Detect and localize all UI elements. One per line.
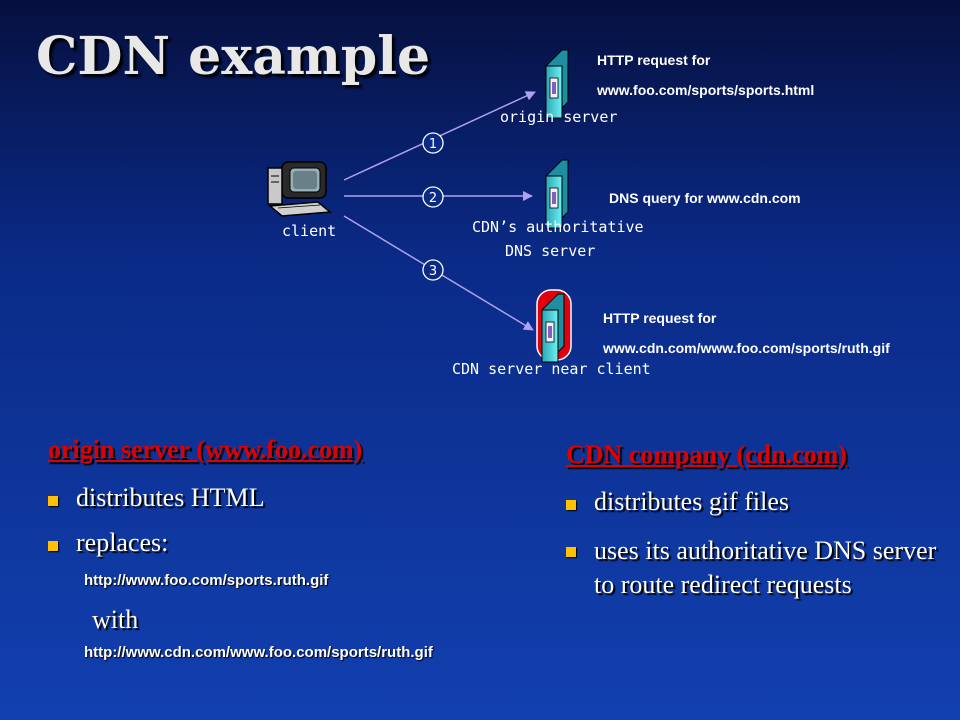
msg-step-3: HTTP request for www.cdn.com/www.foo.com… xyxy=(603,303,890,363)
svg-text:1: 1 xyxy=(429,137,437,152)
msg-step-2-text: DNS query for www.cdn.com xyxy=(609,190,801,206)
client-label: client xyxy=(282,222,337,240)
dns-server-label-line1: CDN’s authoritative xyxy=(472,218,644,236)
old-url: http://www.foo.com/sports.ruth.gif xyxy=(84,572,329,589)
bullet-square-icon xyxy=(48,496,58,506)
msg-step-3-line2: www.cdn.com/www.foo.com/sports/ruth.gif xyxy=(603,340,890,356)
right-bullet-2: uses its authoritative DNS server to rou… xyxy=(566,534,946,602)
client-computer-icon xyxy=(267,161,332,217)
bullet-square-icon xyxy=(48,541,58,551)
origin-server-heading: origin server (www.foo.com) xyxy=(48,435,363,464)
msg-step-2: DNS query for www.cdn.com xyxy=(609,183,801,213)
right-bullet-2-text: uses its authoritative DNS server to rou… xyxy=(594,536,937,599)
msg-step-1-line2: www.foo.com/sports/sports.html xyxy=(597,82,815,98)
right-bullet-1: distributes gif files xyxy=(566,487,946,517)
left-bullet-1: distributes HTML xyxy=(48,483,265,513)
slide-title: CDN example xyxy=(36,26,431,87)
left-bullet-2-text: replaces: xyxy=(76,528,169,557)
cdn-server-near-client-icon xyxy=(536,289,572,363)
msg-step-3-line1: HTTP request for xyxy=(603,310,717,326)
step-2-badge: 2 xyxy=(422,186,444,208)
left-bullet-1-text: distributes HTML xyxy=(76,483,265,512)
svg-text:3: 3 xyxy=(429,264,437,279)
step-3-badge: 3 xyxy=(422,259,444,281)
new-url: http://www.cdn.com/www.foo.com/sports/ru… xyxy=(84,644,433,661)
step-1-badge: 1 xyxy=(422,132,444,154)
cdn-company-heading: CDN company (cdn.com) xyxy=(566,440,847,469)
with-label: with xyxy=(92,605,139,634)
msg-step-1-line1: HTTP request for xyxy=(597,52,711,68)
left-bullet-2: replaces: xyxy=(48,528,168,558)
dns-server-label-line2: DNS server xyxy=(505,242,596,260)
cdn-diagram: 1 2 3 xyxy=(267,49,572,363)
cdn-server-near-client-label: CDN server near client xyxy=(452,360,651,378)
dns-server-icon xyxy=(545,159,569,229)
svg-text:2: 2 xyxy=(429,191,437,206)
bullet-square-icon xyxy=(566,547,576,557)
msg-step-1: HTTP request for www.foo.com/sports/spor… xyxy=(597,45,814,105)
right-bullet-1-text: distributes gif files xyxy=(594,487,789,516)
origin-server-label: origin server xyxy=(500,108,618,126)
bullet-square-icon xyxy=(566,500,576,510)
origin-server-icon xyxy=(545,49,569,119)
